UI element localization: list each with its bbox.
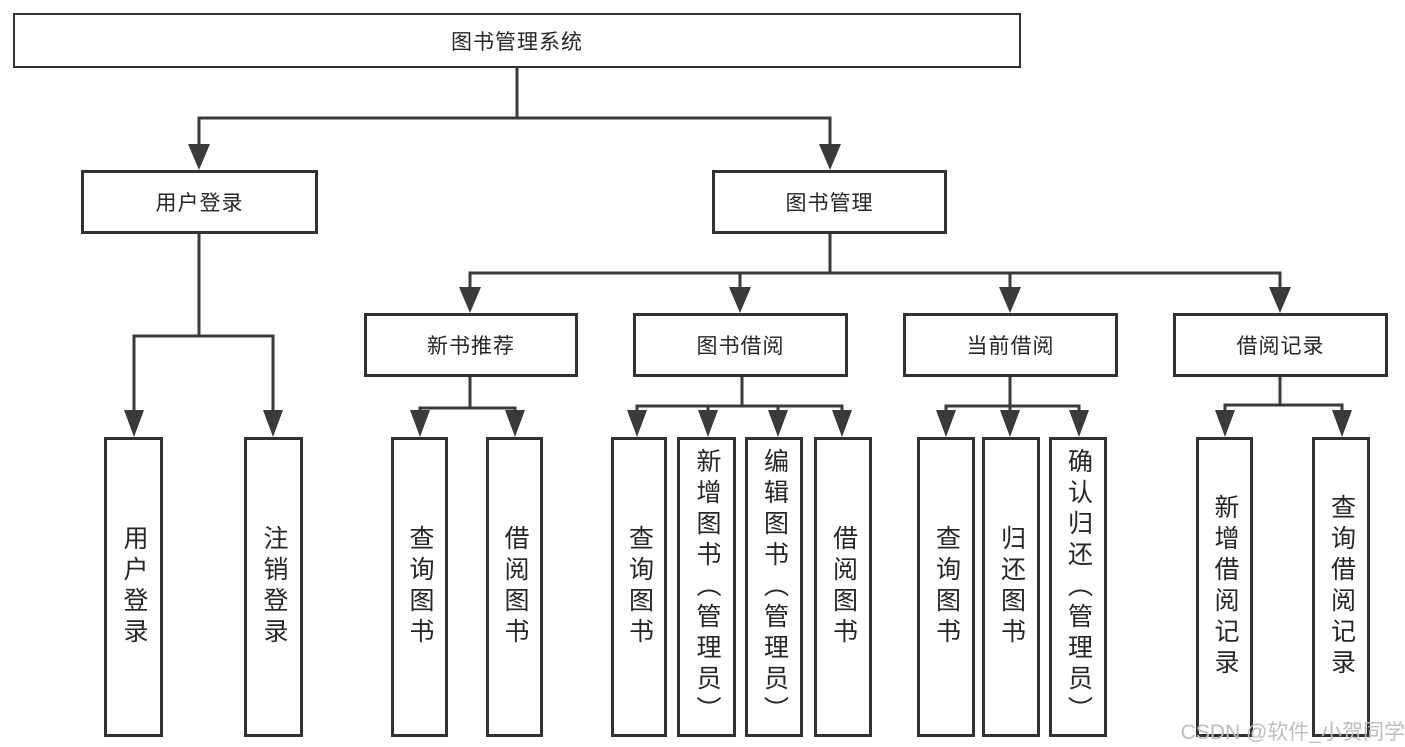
leaf-logout: 注销登录 bbox=[244, 437, 303, 737]
leaf-user-login-label: 用户登录 bbox=[120, 525, 148, 649]
leaf-cb-query-books-label: 查询图书 bbox=[932, 525, 961, 649]
node-new-book-recommend: 新书推荐 bbox=[364, 313, 578, 377]
leaf-nb-borrow-books-label: 借阅图书 bbox=[501, 525, 529, 649]
leaf-cb-confirm-return-admin: 确认归还（管理员） bbox=[1049, 437, 1107, 737]
arrowhead-br-add bbox=[1215, 410, 1235, 437]
arrowhead-current bbox=[999, 287, 1021, 313]
arrowhead-book-mgmt bbox=[819, 144, 841, 170]
node-root-system: 图书管理系统 bbox=[13, 13, 1021, 68]
leaf-nb-query-books: 查询图书 bbox=[391, 437, 448, 737]
arrowhead-records bbox=[1269, 287, 1291, 313]
arrowhead-borrow bbox=[729, 287, 751, 313]
arrowhead-bb-add bbox=[698, 410, 718, 437]
arrowhead-cb-confirm bbox=[1069, 410, 1089, 437]
arrowhead-cb-query bbox=[936, 410, 956, 437]
leaf-bb-add-books-admin-label: 新增图书（管理员） bbox=[693, 447, 721, 727]
leaf-bb-query-books: 查询图书 bbox=[611, 437, 667, 737]
arrowhead-bb-borrow bbox=[832, 410, 852, 437]
leaf-br-add-record-label: 新增借阅记录 bbox=[1211, 494, 1239, 680]
leaf-user-login: 用户登录 bbox=[104, 437, 163, 737]
leaf-br-add-record: 新增借阅记录 bbox=[1196, 437, 1253, 737]
arrowhead-cb-return bbox=[1000, 410, 1020, 437]
arrowhead-nb-borrow bbox=[505, 410, 525, 437]
node-borrowing-records: 借阅记录 bbox=[1173, 313, 1388, 377]
arrowhead-login-leaf bbox=[124, 410, 144, 437]
arrowhead-bb-edit bbox=[768, 410, 788, 437]
node-current-borrowing: 当前借阅 bbox=[903, 313, 1118, 377]
node-book-management: 图书管理 bbox=[712, 170, 947, 234]
arrowhead-user-login bbox=[188, 144, 210, 170]
leaf-cb-confirm-return-admin-label: 确认归还（管理员） bbox=[1064, 447, 1093, 727]
leaf-bb-add-books-admin: 新增图书（管理员） bbox=[677, 437, 736, 737]
leaf-br-query-record: 查询借阅记录 bbox=[1312, 437, 1370, 737]
arrowhead-new-book bbox=[459, 287, 481, 313]
leaf-bb-edit-books-admin-label: 编辑图书（管理员） bbox=[760, 447, 789, 727]
leaf-logout-label: 注销登录 bbox=[260, 525, 288, 649]
node-book-borrowing: 图书借阅 bbox=[633, 313, 848, 377]
arrowhead-br-query bbox=[1332, 410, 1352, 437]
leaf-bb-borrow-books: 借阅图书 bbox=[814, 437, 872, 737]
leaf-nb-borrow-books: 借阅图书 bbox=[486, 437, 543, 737]
leaf-br-query-record-label: 查询借阅记录 bbox=[1327, 494, 1356, 680]
arrowhead-bb-query bbox=[627, 410, 647, 437]
arrowhead-logout-leaf bbox=[263, 410, 283, 437]
leaf-nb-query-books-label: 查询图书 bbox=[406, 525, 434, 649]
leaf-cb-query-books: 查询图书 bbox=[917, 437, 975, 737]
leaf-cb-return-books: 归还图书 bbox=[982, 437, 1040, 737]
leaf-cb-return-books-label: 归还图书 bbox=[997, 525, 1026, 649]
leaf-bb-query-books-label: 查询图书 bbox=[625, 525, 654, 649]
leaf-bb-edit-books-admin: 编辑图书（管理员） bbox=[745, 437, 803, 737]
arrowhead-nb-query bbox=[410, 410, 430, 437]
leaf-bb-borrow-books-label: 借阅图书 bbox=[829, 525, 858, 649]
node-user-login: 用户登录 bbox=[81, 170, 318, 234]
